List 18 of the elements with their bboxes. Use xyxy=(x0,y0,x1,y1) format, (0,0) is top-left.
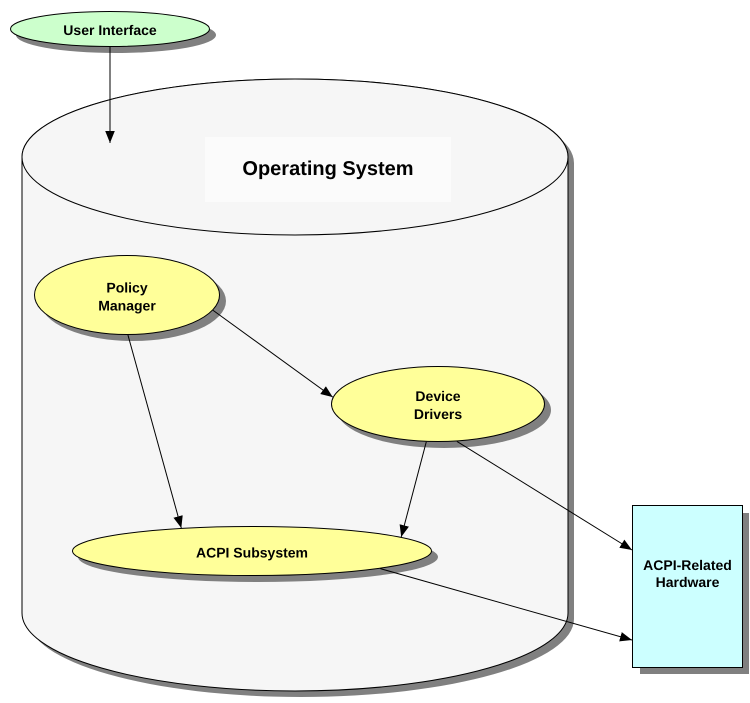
container-title: Operating System xyxy=(205,137,451,202)
hardware-box xyxy=(632,505,749,674)
ellipse-node xyxy=(34,255,226,341)
ellipse-node xyxy=(331,366,551,448)
node-label: Device Drivers xyxy=(412,388,464,424)
arrow xyxy=(400,441,427,538)
arrow xyxy=(127,334,183,528)
arrow xyxy=(456,440,632,550)
arrow xyxy=(380,568,632,642)
cylinder-container xyxy=(22,79,574,697)
ellipse-node xyxy=(72,526,438,582)
ellipse-node xyxy=(10,11,216,53)
node-label: User Interface xyxy=(62,22,158,40)
node-label: ACPI-Related Hardware xyxy=(642,556,733,592)
arrow xyxy=(212,310,334,398)
node-label: Policy Manager xyxy=(97,279,157,314)
arrow xyxy=(105,46,115,144)
node-label: ACPI Subsystem xyxy=(194,544,310,562)
